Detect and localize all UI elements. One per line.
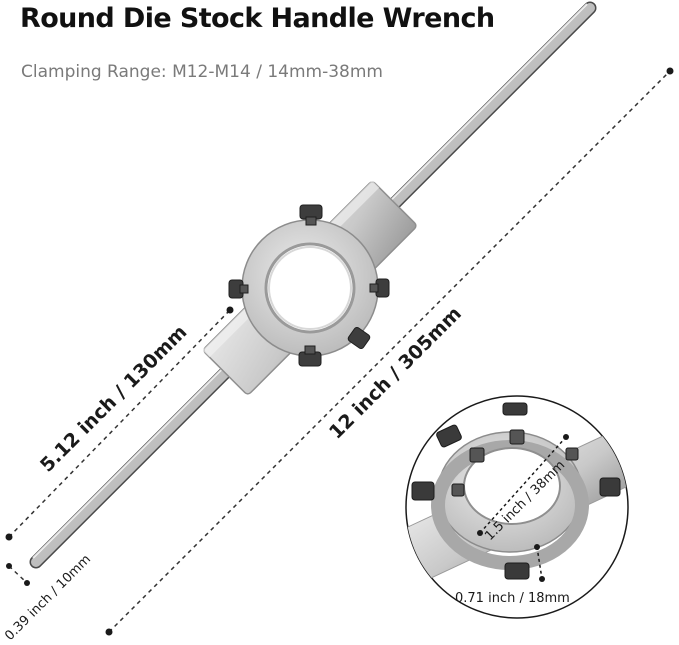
dimension-lines [8, 70, 671, 633]
zoom-detail: 1.5 inch / 38mm 0.71 inch / 18mm [405, 395, 629, 619]
ring-thickness-label: 0.71 inch / 18mm [455, 591, 570, 606]
screw-left [228, 279, 249, 299]
screw-bottom [298, 345, 322, 367]
product-subtitle: Clamping Range: M12-M14 / 14mm-38mm [21, 62, 383, 82]
product-title: Round Die Stock Handle Wrench [20, 3, 495, 34]
rod-diameter-label: 0.39 inch / 10mm [2, 552, 94, 644]
screw-right [369, 278, 390, 298]
screw-top [299, 204, 323, 226]
screw-lower-right [347, 326, 371, 350]
thumb-screws [228, 204, 390, 367]
handle-length-label: 5.12 inch / 130mm [36, 321, 191, 476]
handle-length-line [8, 309, 231, 538]
rod-diameter-line [8, 565, 28, 584]
dimension-endpoints [5, 67, 674, 636]
